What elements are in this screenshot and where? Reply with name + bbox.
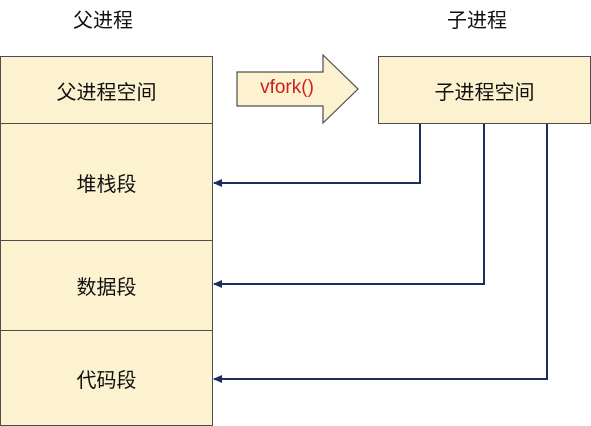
connector-to-data-segment (213, 124, 485, 288)
parent-process-space-box: 父进程空间 (0, 56, 213, 124)
stack-segment-label: 堆栈段 (76, 171, 137, 196)
code-segment-box: 代码段 (0, 330, 213, 426)
connector-to-code-segment (213, 124, 548, 383)
connector-to-stack-segment (213, 124, 421, 187)
vfork-arrow-shape (236, 53, 359, 125)
parent-process-space-label: 父进程空间 (56, 79, 157, 104)
stack-segment-box: 堆栈段 (0, 123, 213, 241)
data-segment-label: 数据段 (76, 275, 137, 299)
child-process-space-label: 子进程空间 (434, 79, 535, 104)
vfork-label: vfork() (260, 77, 314, 98)
code-segment-label: 代码段 (76, 367, 137, 392)
child-process-title: 子进程 (447, 8, 507, 32)
parent-process-title: 父进程 (73, 8, 133, 32)
